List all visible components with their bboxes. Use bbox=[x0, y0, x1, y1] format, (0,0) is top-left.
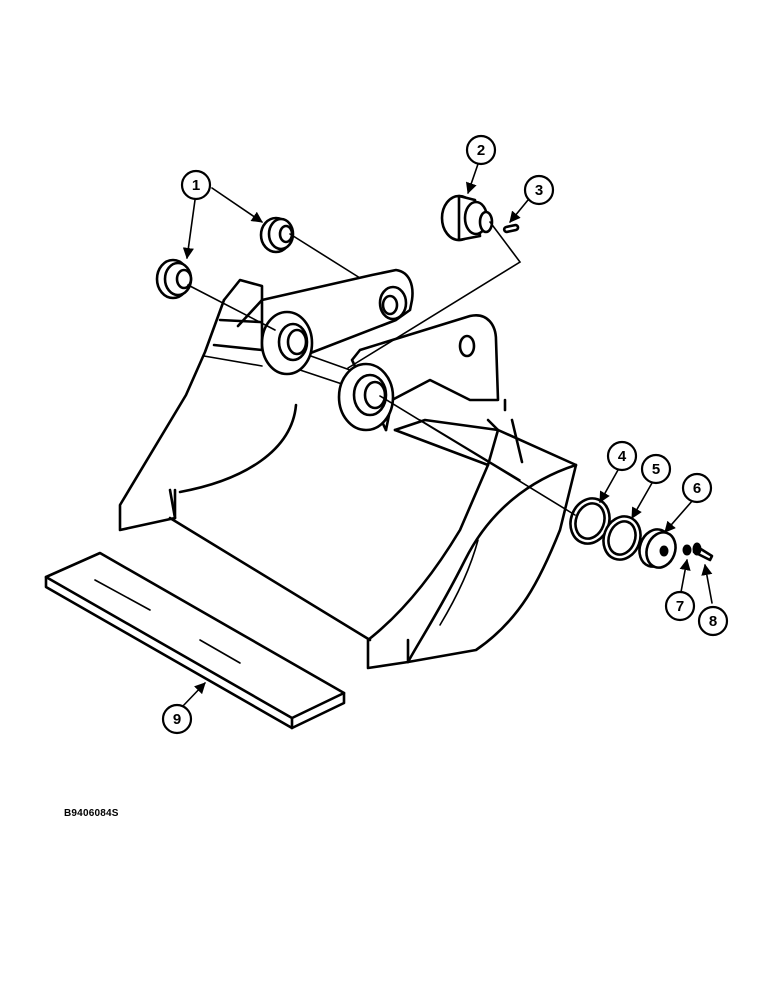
callout-6: 6 bbox=[681, 472, 713, 504]
mounting-ears bbox=[260, 268, 500, 432]
callout-2: 2 bbox=[465, 134, 497, 166]
callout-7: 7 bbox=[664, 590, 696, 622]
bushing-lower bbox=[155, 258, 193, 300]
assembly-lines bbox=[187, 221, 576, 516]
shim-5 bbox=[602, 515, 642, 561]
callout-4: 4 bbox=[606, 440, 638, 472]
callout-3-label: 3 bbox=[535, 182, 543, 199]
callout-3: 3 bbox=[523, 174, 555, 206]
callout-9: 9 bbox=[161, 703, 193, 735]
callout-5: 5 bbox=[640, 453, 672, 485]
callout-arrows bbox=[181, 163, 713, 708]
roll-pin bbox=[502, 223, 520, 234]
callout-4-label: 4 bbox=[618, 448, 627, 465]
cutting-edge bbox=[44, 551, 346, 730]
callout-2-label: 2 bbox=[477, 142, 485, 159]
bushing-upper bbox=[259, 216, 295, 254]
callout-1-label: 1 bbox=[192, 177, 200, 194]
pin bbox=[440, 194, 494, 242]
callout-5-label: 5 bbox=[652, 461, 660, 478]
callout-1: 1 bbox=[180, 169, 212, 201]
lock-washer bbox=[682, 544, 692, 556]
callout-8: 8 bbox=[697, 605, 729, 637]
callout-7-label: 7 bbox=[676, 598, 684, 615]
callout-9-label: 9 bbox=[173, 711, 181, 728]
callout-8-label: 8 bbox=[709, 613, 717, 630]
drawing-id: B9406084S bbox=[64, 808, 119, 819]
callout-6-label: 6 bbox=[693, 480, 701, 497]
retainer-plate bbox=[638, 528, 677, 569]
bolt bbox=[692, 542, 714, 562]
